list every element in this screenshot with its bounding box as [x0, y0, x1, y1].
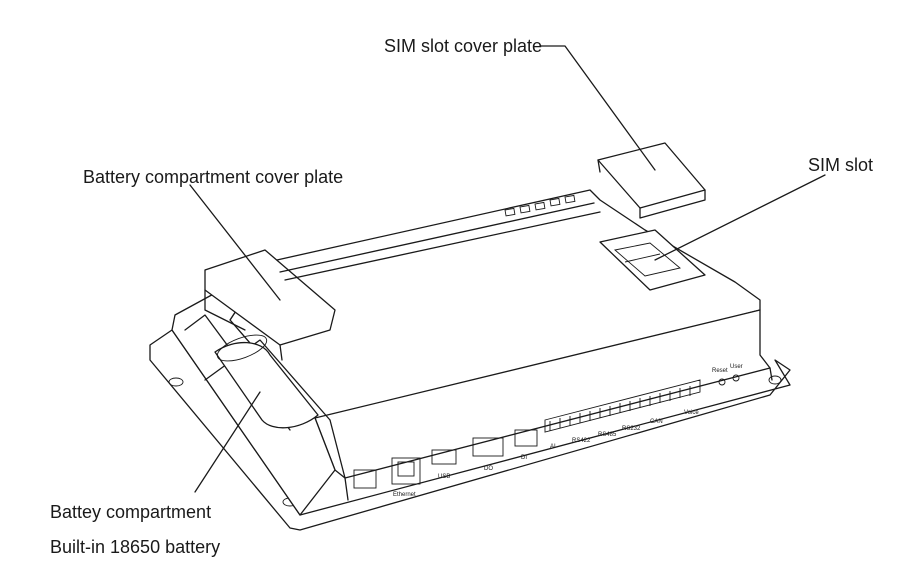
- rs485-label: RS485: [598, 432, 617, 438]
- ai-label: AI: [550, 444, 556, 450]
- callout-battery-cover-plate: Battery compartment cover plate: [83, 167, 344, 187]
- do-label: DO: [484, 466, 493, 472]
- sim-cover-plate: [597, 142, 706, 209]
- callout-battery-type: Built-in 18650 battery: [50, 537, 221, 557]
- mount-hole-left: [168, 377, 184, 387]
- leader-sim-cover: [539, 45, 656, 171]
- ethernet-label: Ethernet: [393, 492, 416, 498]
- rs232-label: RS232: [622, 426, 641, 432]
- leader-battery-compartment: [194, 391, 261, 493]
- voice-label: Voice: [684, 410, 699, 416]
- mount-hole-right: [768, 375, 782, 385]
- rs422-label: RS422: [572, 438, 591, 444]
- di-label: DI: [521, 455, 527, 461]
- leader-battery-cover: [189, 184, 281, 301]
- leader-sim-slot: [654, 174, 826, 261]
- usb-label: USB: [438, 474, 450, 480]
- callout-battery-compartment: Battey compartment: [50, 502, 212, 522]
- battery-cylinder: [214, 341, 319, 429]
- front-connectors: [353, 374, 740, 489]
- callout-sim-slot: SIM slot: [808, 155, 874, 175]
- sim-slot-recess: [599, 229, 706, 291]
- led-indicators: [504, 194, 576, 217]
- can-label: CAN: [650, 419, 663, 425]
- user-label: User: [730, 364, 743, 370]
- reset-label: Reset: [712, 368, 728, 374]
- callout-sim-cover-plate: SIM slot cover plate: [384, 36, 543, 56]
